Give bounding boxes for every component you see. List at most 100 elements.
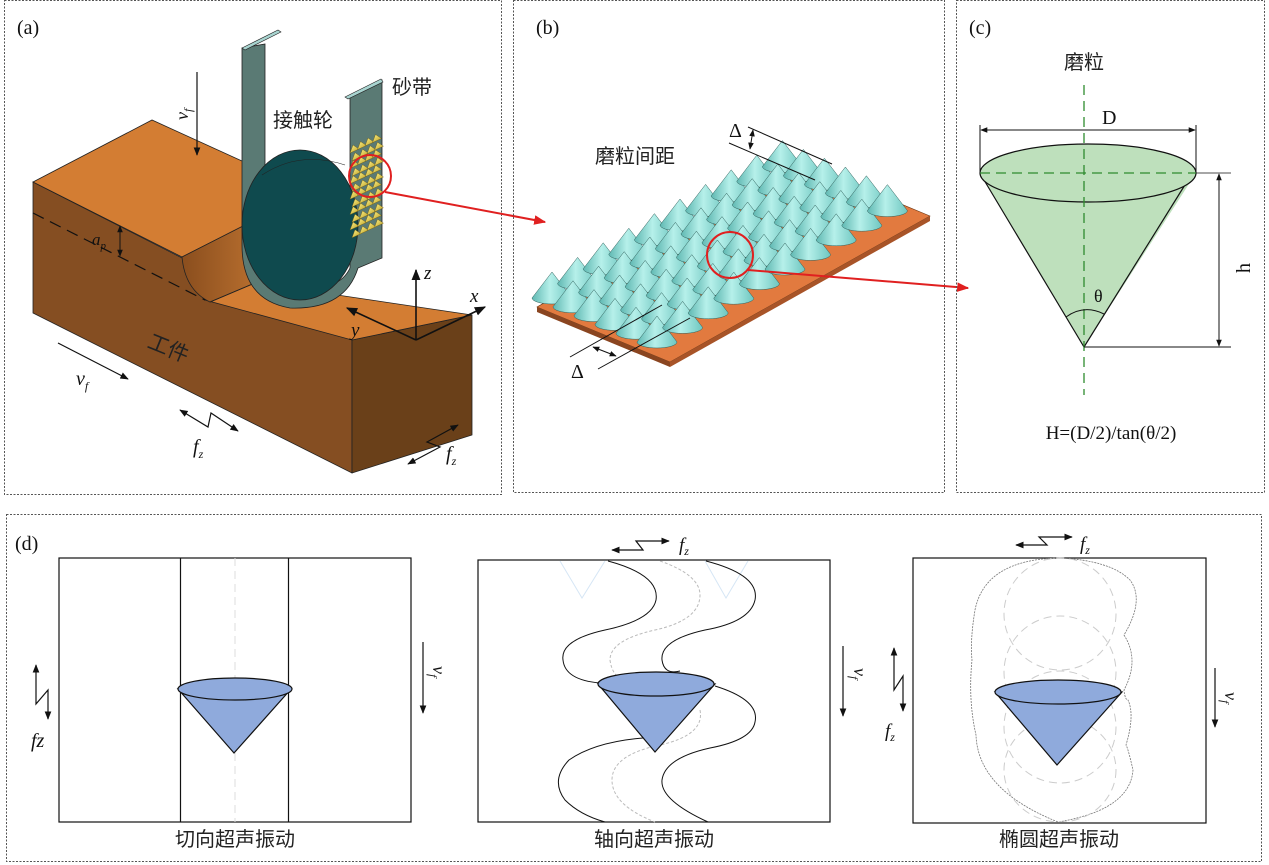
elliptical-vibration-arrow-horizontal	[1015, 533, 1073, 549]
elliptical-path-3	[1003, 670, 1117, 784]
belt-grain	[366, 222, 377, 232]
axial-cone-top	[597, 671, 715, 697]
abrasive-cone	[841, 198, 883, 232]
abrasive-cone	[790, 227, 831, 261]
grain-spacing-label: 磨粒间距	[595, 144, 675, 168]
plate-side-edge	[670, 216, 930, 367]
contact-wheel-label: 接触轮	[273, 108, 333, 132]
tangential-cone-top	[177, 677, 293, 701]
feed-speed-label-bottom: vf	[76, 368, 90, 393]
zoom-arrow-a-to-b	[384, 191, 547, 225]
plate-front-edge	[537, 307, 670, 367]
feed-speed-arrow-bottom	[57, 342, 129, 380]
axial-centerline-wave	[609, 560, 701, 823]
panel-c-border	[956, 0, 1265, 493]
belt-grain	[364, 214, 375, 224]
angle-label: θ	[1094, 286, 1103, 306]
elliptical-path-1	[1003, 557, 1117, 671]
belt-grain	[349, 190, 360, 200]
elliptical-envelope	[970, 557, 1137, 823]
axial-vibration-arrow	[611, 537, 670, 554]
tangential-caption: 切向超声振动	[175, 827, 295, 851]
tangential-vibration-label: fz	[31, 730, 45, 752]
height-formula: H=(D/2)/tan(θ/2)	[1046, 423, 1177, 444]
belt-grain	[357, 202, 367, 212]
coordinate-axes: z y x	[345, 263, 487, 341]
panel-b-border	[513, 0, 945, 493]
belt-grain	[351, 167, 362, 177]
abrasive-cone	[739, 257, 780, 290]
cone-body	[980, 173, 1196, 347]
axial-track-right-upper	[661, 560, 756, 673]
belt-grain	[372, 134, 382, 143]
panel-a: (a) ap 工件	[4, 0, 547, 495]
belt-grain	[351, 229, 362, 239]
belt-grain	[372, 211, 382, 220]
axial-track-left-upper	[562, 560, 657, 684]
belt-grain	[357, 218, 367, 227]
panel-a-border	[4, 0, 502, 495]
belt-label: 砂带	[392, 75, 432, 99]
elliptical-vibration-arrow-vertical	[890, 647, 907, 712]
belt-grain	[372, 195, 382, 205]
delta-top-arrow	[748, 129, 755, 150]
belt-grain	[366, 176, 377, 185]
vibration-label-front: fz	[193, 436, 204, 461]
abrasive-cone	[713, 271, 755, 305]
belt-grain	[366, 206, 377, 216]
wheel-rim	[261, 159, 346, 176]
delta-top-line-1	[747, 126, 833, 165]
depth-label: ap	[92, 230, 107, 252]
belt-grain	[374, 203, 384, 213]
belt-grain	[364, 199, 375, 208]
vibration-label-side: fz	[446, 443, 457, 468]
belt-grains	[349, 134, 384, 239]
panel-c: (c) 磨粒 θ D h H=(D/2)/tan(θ/2)	[956, 0, 1265, 493]
subpanel-axial: fz vf 轴向超声振动	[477, 535, 870, 851]
cone-highlight-circle	[706, 231, 754, 279]
y-axis-label: y	[349, 320, 360, 341]
vibration-arrow-side	[407, 424, 459, 465]
delta-top-label: Δ	[729, 120, 742, 142]
delta-bottom-line-2	[597, 317, 691, 370]
belt-grain	[372, 180, 382, 190]
abrasive-cone-grid	[531, 140, 908, 349]
belt-grain	[349, 144, 360, 154]
belt-grain	[374, 157, 384, 166]
belt-grain	[364, 137, 375, 147]
tangential-vibration-arrow	[32, 664, 52, 720]
contact-wheel	[241, 149, 359, 301]
elliptical-caption: 椭圆超声振动	[999, 827, 1119, 851]
y-axis	[345, 307, 417, 341]
subpanel-tangential: fz vf 切向超声振动	[31, 557, 449, 851]
axial-speed-label: vf	[847, 668, 870, 681]
belt-grain	[357, 141, 367, 150]
diameter-label: D	[1102, 107, 1116, 129]
angle-arc	[1065, 309, 1105, 318]
belt-grain	[364, 168, 375, 178]
elliptical-vibration-label-horizontal: fz	[1080, 534, 1090, 557]
elliptical-vibration-label-vertical: fz	[885, 721, 895, 744]
abrasive-belt	[241, 29, 547, 309]
grain-highlight-circle	[348, 154, 392, 198]
delta-bottom-line-1	[569, 304, 663, 358]
axial-track-left-lower	[558, 737, 644, 823]
panel-a-tag: (a)	[17, 17, 39, 39]
panel-d-border	[6, 514, 1262, 862]
grain-label: 磨粒	[1064, 50, 1104, 74]
belt-grain	[357, 156, 367, 166]
belt-grain	[351, 198, 362, 208]
abrasive-cone	[662, 300, 703, 334]
elliptical-speed-label: vf	[1218, 692, 1241, 705]
panel-c-tag: (c)	[969, 17, 991, 39]
panel-b-tag: (b)	[536, 17, 559, 39]
belt-edge-left	[241, 29, 282, 51]
belt-grain	[359, 225, 369, 235]
tangential-speed-label: vf	[426, 666, 449, 679]
x-axis-label: x	[469, 286, 479, 307]
panel-b: (b) 磨粒间距 Δ Δ	[513, 0, 970, 493]
belt-grain	[372, 164, 382, 174]
belt-grain	[374, 172, 384, 182]
belt-grain	[359, 164, 369, 173]
